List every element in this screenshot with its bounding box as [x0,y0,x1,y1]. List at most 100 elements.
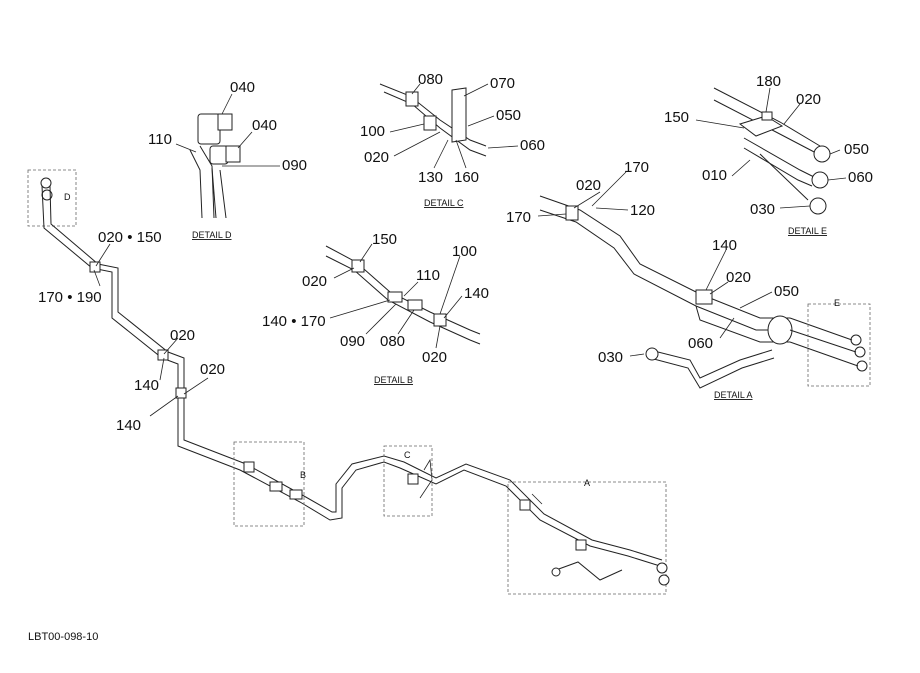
callout-c-100: 100 [360,123,385,140]
leader-line [237,131,253,149]
callout-e-150: 150 [664,109,689,126]
detail-a-hose [539,195,790,319]
detail-a-port [850,334,862,346]
detail-c-fitting [405,91,419,107]
main-bracket [419,458,433,499]
callout-c-160: 160 [454,169,479,186]
leader-line [455,139,467,169]
leader-line [467,115,495,127]
main-hose-upper [41,185,661,567]
detail-e-port [813,145,831,163]
detail-d-hose [219,169,227,219]
callout-main-140: 140 [134,377,159,394]
callout-c-060: 060 [520,137,545,154]
callout-a-140: 140 [712,237,737,254]
callout-e-180: 180 [756,73,781,90]
detail-d: 040 040 110 090 DETAIL D [148,79,307,240]
callout-a-030: 030 [598,349,623,366]
callout-a-020: 020 [576,177,601,194]
leader-line [487,145,519,149]
detail-e-hose [759,153,809,201]
leader-line [183,377,209,395]
callout-main-020: 020 [200,361,225,378]
caption-detail-d: DETAIL D [192,230,232,240]
callout-e-050: 050 [844,141,869,158]
callout-b-140-170: 140 • 170 [262,313,326,330]
detail-d-nut [217,113,233,131]
main-end-fitting [656,562,668,574]
detail-c-hose [379,83,487,147]
main-clamp [89,261,101,273]
leader-line [783,103,801,125]
main-assembly: D B C A 020 • 150 [27,169,670,595]
leader-line [403,281,419,297]
detail-e-hose [713,99,819,155]
callout-b-150: 150 [372,231,397,248]
detail-b-clamp [351,259,365,273]
leader-line [175,143,197,153]
zone-letter-e: E [834,298,840,308]
leader-line [591,171,627,207]
main-fitting [407,473,419,485]
leader-line [329,299,391,319]
zone-a-box [507,481,667,595]
leader-line [221,93,233,115]
leader-line [573,191,601,209]
detail-a-clamp [565,205,579,221]
leader-line [411,83,421,95]
callout-b-020: 020 [422,349,447,366]
detail-e-hose [743,147,813,187]
main-bolt [531,493,543,505]
detail-c-bracket [451,87,467,143]
detail-d-hose [199,145,215,219]
leader-line [443,295,463,319]
leader-line [705,249,727,291]
leader-line [765,87,771,113]
detail-a: E 020 170 120 170 140 020 050 060 030 DE… [506,159,871,400]
main-clamp [575,539,587,551]
callout-d-040: 040 [252,117,277,134]
leader-line [829,149,841,155]
leader-line [397,309,415,335]
leader-line [463,83,489,97]
leader-line [709,281,729,295]
leader-line [365,303,397,335]
leader-line [779,205,811,209]
callout-d-110: 110 [148,131,172,148]
callout-c-050: 050 [496,107,521,124]
main-hose-lower [49,185,663,561]
zone-letter-c: C [404,450,411,460]
main-clamp [519,499,531,511]
detail-a-hose [539,209,786,331]
leader-line [333,267,355,279]
leader-line [435,325,441,349]
detail-e-block [738,115,784,137]
callout-b-090: 090 [340,333,365,350]
leader-line [719,317,735,339]
detail-a-fitting [645,347,659,361]
caption-detail-a: DETAIL A [714,390,753,400]
zone-letter-a: A [584,478,590,488]
detail-b-hose [325,255,481,345]
detail-e-port [811,171,829,189]
detail-b: 150 100 020 110 140 140 • 170 090 080 02… [262,231,489,385]
detail-e-port [809,197,827,215]
leader-line [439,255,461,315]
callout-b-140: 140 [464,285,489,302]
callout-e-010: 010 [702,167,727,184]
leader-line [389,123,425,133]
leader-line [595,207,629,211]
main-clamp [157,349,169,361]
leader-line [827,177,847,181]
callout-a-120: 120 [630,202,655,219]
drawing-code: LBT00-098-10 [28,631,98,643]
detail-a-port [856,360,868,372]
callout-main-020-150: 020 • 150 [98,229,162,246]
callout-b-020: 020 [302,273,327,290]
callout-b-110: 110 [416,267,440,284]
callout-b-100: 100 [452,243,477,260]
callout-c-130: 130 [418,169,443,186]
detail-d-elbow [197,113,221,145]
detail-c-hose [383,91,487,157]
